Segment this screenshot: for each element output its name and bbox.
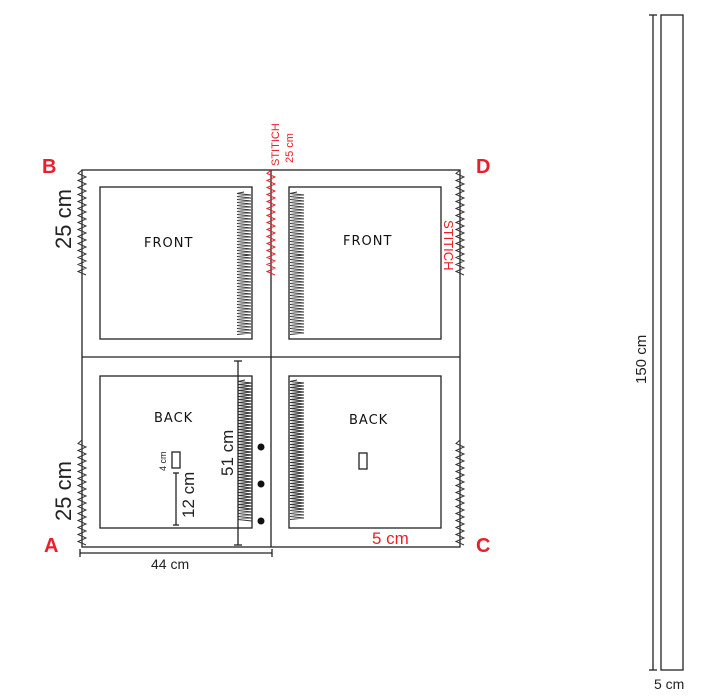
dimension-51cm: [234, 360, 242, 546]
dim-label-25cm-top: 25 cm: [51, 189, 76, 249]
center-stitch-zigzag: [265, 169, 277, 276]
snap-dot: [257, 443, 265, 451]
dimension-44cm: [79, 549, 273, 557]
edge-zigzag-right-bottom: [454, 439, 466, 546]
panel-label-front-left: FRONT: [144, 236, 193, 251]
dim-label-5cm-seam: 5 cm: [372, 529, 409, 548]
panel-zigzag-back-right: [289, 379, 305, 520]
panel-label-back-right: BACK: [349, 413, 388, 428]
stitch-length-label: 25 cm: [284, 133, 296, 163]
panel-back-right: [288, 375, 442, 529]
slot-right: [358, 452, 368, 470]
stitch-label-right: STITICH: [441, 220, 456, 271]
corner-label-d: D: [476, 156, 490, 178]
panel-label-back-left: BACK: [154, 411, 193, 426]
corner-label-c: C: [476, 535, 490, 557]
dim-label-150cm: 150 cm: [633, 335, 650, 384]
dim-label-5cm-strap: 5 cm: [654, 676, 684, 692]
slot-left: [171, 451, 181, 469]
dim-label-12cm: 12 cm: [179, 472, 198, 518]
dimension-150cm: [649, 14, 657, 671]
dimension-12cm: [173, 472, 179, 526]
panel-zigzag-front-left: [236, 191, 252, 335]
panel-label-front-right: FRONT: [343, 234, 392, 249]
stitch-label-center: STITICH: [270, 123, 282, 166]
dim-label-44cm: 44 cm: [151, 556, 189, 572]
corner-label-a: A: [44, 535, 58, 557]
panel-front-right: [288, 186, 442, 340]
corner-label-b: B: [42, 156, 56, 178]
panel-zigzag-back-left: [237, 379, 253, 522]
dim-label-4cm: 4 cm: [158, 451, 168, 471]
dim-label-51cm: 51 cm: [218, 430, 237, 476]
edge-zigzag-left-top: [76, 169, 88, 276]
zigzag-stitches: [76, 169, 466, 546]
strap-piece: [660, 14, 684, 671]
snap-dot: [257, 517, 265, 525]
snap-dot: [257, 480, 265, 488]
panel-zigzag-front-right: [289, 191, 305, 335]
edge-zigzag-left-bottom: [76, 439, 88, 546]
dim-label-25cm-bottom: 25 cm: [51, 461, 76, 521]
panel-front-left: [99, 186, 253, 340]
edge-zigzag-right-top: [454, 169, 466, 276]
